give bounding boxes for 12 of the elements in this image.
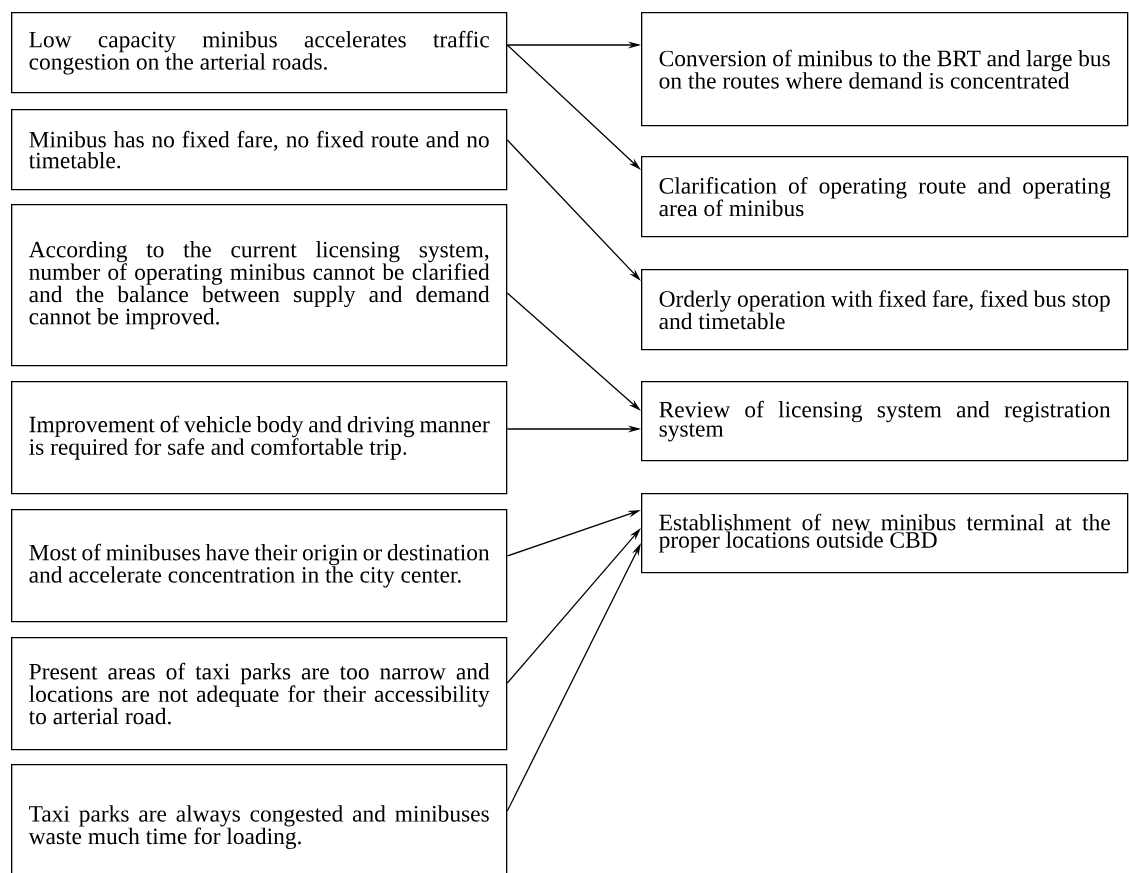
measure-box: Orderly operation with fixed fare, fixed bus stop and timetable bbox=[641, 269, 1129, 351]
cause-box: Low capacity minibus accelerates traffic congestion on the arterial roads. bbox=[11, 12, 508, 94]
measure-box: Establishment of new minibus terminal at the proper locations outside CBD bbox=[641, 493, 1129, 574]
cause-box: Improvement of vehicle body and driving manner is required for safe and comfortable trip. bbox=[11, 381, 508, 495]
cause-box: According to the current licensing system, number of operating minibus cannot be clarified and the balance between supply and demand cannot be improved. bbox=[11, 204, 508, 367]
cause-box: Most of minibuses have their origin or destination and accelerate concentration in the city center. bbox=[11, 509, 508, 623]
cause-box: Taxi parks are always congested and minibuses waste much time for loading. bbox=[11, 764, 508, 873]
measure-box: Review of licensing system and registration system bbox=[641, 381, 1129, 462]
measure-box: Conversion of minibus to the BRT and large bus on the routes where demand is concentrated bbox=[641, 12, 1129, 127]
cause-box: Minibus has no fixed fare, no fixed route and no timetable. bbox=[11, 109, 508, 191]
measure-box: Clarification of operating route and operating area of minibus bbox=[641, 156, 1129, 238]
cause-box: Present areas of taxi parks are too narrow and locations are not adequate for their accessibility to arterial road. bbox=[11, 637, 508, 751]
